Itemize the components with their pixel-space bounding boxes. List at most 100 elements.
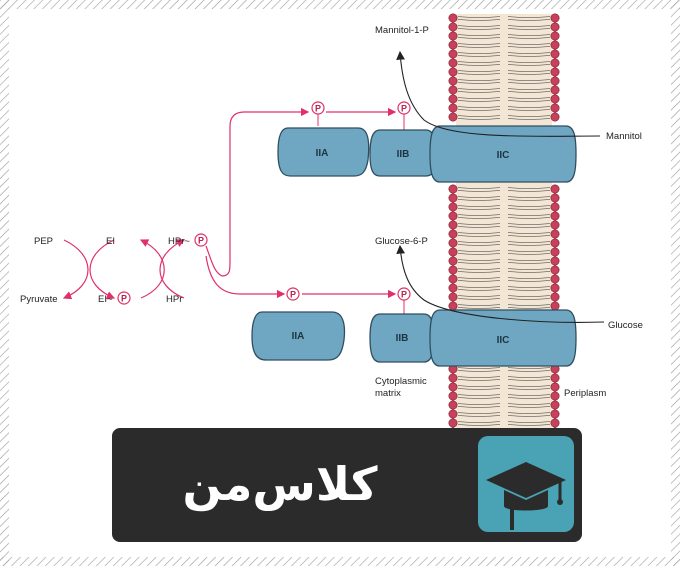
lipid-tail xyxy=(507,187,551,189)
lipid-tail xyxy=(457,379,501,381)
lipid-tail xyxy=(457,259,501,261)
lipid-head xyxy=(448,13,458,23)
lipid-head xyxy=(550,220,560,230)
cytoplasmic-label-line1: Cytoplasmic xyxy=(375,376,427,387)
lipid-head xyxy=(448,193,458,203)
lipid-tail xyxy=(457,52,501,54)
lipid-tail xyxy=(457,88,501,90)
lipid-head xyxy=(550,85,560,95)
lipid-tail xyxy=(507,412,551,414)
lipid-head xyxy=(448,40,458,50)
lipid-tail xyxy=(507,271,551,273)
lipid-tail xyxy=(507,295,551,297)
lipid-head xyxy=(448,112,458,122)
protein-iia-bottom xyxy=(251,311,346,361)
lipid-tail xyxy=(507,208,551,210)
lipid-tail xyxy=(457,115,501,117)
lipid-tail xyxy=(507,214,551,216)
ei-label: EI xyxy=(106,236,115,247)
lipid-head xyxy=(448,256,458,266)
lipid-head xyxy=(550,49,560,59)
lipid-tail xyxy=(507,55,551,57)
lipid-tail xyxy=(507,232,551,234)
lipid-tail xyxy=(507,406,551,408)
cytoplasmic-label-line2: matrix xyxy=(375,388,401,399)
lipid-tail xyxy=(457,208,501,210)
lipid-tail xyxy=(457,91,501,93)
lipid-tail xyxy=(457,34,501,36)
lipid-head xyxy=(550,418,560,428)
lipid-tail xyxy=(457,100,501,102)
lipid-head xyxy=(550,265,560,275)
phosphate-icon: P xyxy=(117,291,131,305)
lipid-tail xyxy=(457,307,501,309)
lipid-tail xyxy=(457,250,501,252)
lipid-head xyxy=(448,283,458,293)
lipid-tail xyxy=(457,244,501,246)
lipid-tail xyxy=(507,79,551,81)
protein-iic-bottom xyxy=(429,309,577,367)
phosphoryl-cycle xyxy=(62,107,397,300)
lipid-tail xyxy=(507,421,551,423)
lipid-tail xyxy=(507,370,551,372)
lipid-tail xyxy=(457,385,501,387)
lipid-head xyxy=(448,22,458,32)
lipid-head xyxy=(448,265,458,275)
lipid-head xyxy=(550,247,560,257)
lipid-head xyxy=(448,292,458,302)
svg-text:P: P xyxy=(121,294,127,304)
lipid-tail xyxy=(457,79,501,81)
lipid-tail xyxy=(457,397,501,399)
svg-text:P: P xyxy=(315,104,321,114)
lipid-tail xyxy=(507,241,551,243)
lipid-tail xyxy=(457,295,501,297)
lipid-tail xyxy=(507,97,551,99)
lipid-tail xyxy=(457,421,501,423)
svg-text:P: P xyxy=(401,290,407,300)
lipid-tail xyxy=(507,70,551,72)
lipid-tail xyxy=(507,259,551,261)
lipid-tail xyxy=(457,394,501,396)
lipid-tail xyxy=(507,304,551,306)
lipid-tail xyxy=(457,196,501,198)
lipid-head xyxy=(448,274,458,284)
protein-iic-bottom-label: IIC xyxy=(497,335,510,346)
lipid-tail xyxy=(507,394,551,396)
lipid-tail xyxy=(457,277,501,279)
lipid-tail xyxy=(457,271,501,273)
lipid-head xyxy=(550,301,560,311)
lipid-tail xyxy=(457,412,501,414)
lipid-head xyxy=(550,400,560,410)
lipid-head xyxy=(550,184,560,194)
lipid-tail xyxy=(507,25,551,27)
substrate-arrows xyxy=(396,50,605,323)
lipid-tail xyxy=(507,16,551,18)
lipid-tail xyxy=(457,199,501,201)
phosphate-groups: P P P P P P xyxy=(117,101,411,314)
lipid-tail xyxy=(507,118,551,120)
lipid-tail xyxy=(457,388,501,390)
lipid-tail xyxy=(457,406,501,408)
lipid-head xyxy=(448,85,458,95)
periplasm-label: Periplasm xyxy=(564,388,606,399)
lipid-tail xyxy=(457,25,501,27)
lipid-head xyxy=(448,418,458,428)
lipid-tail xyxy=(507,109,551,111)
lipid-tail xyxy=(507,286,551,288)
lipid-head xyxy=(448,94,458,104)
lipid-tail xyxy=(507,307,551,309)
lipid-head xyxy=(550,238,560,248)
pep-label: PEP xyxy=(34,236,53,247)
phosphate-icon: P xyxy=(194,233,208,247)
phosphate-icon: P xyxy=(397,287,411,314)
lipid-tail xyxy=(457,370,501,372)
lipid-tail xyxy=(507,280,551,282)
lipid-tail xyxy=(507,52,551,54)
lipid-head xyxy=(550,274,560,284)
lipid-tail xyxy=(507,28,551,30)
lipid-tail xyxy=(457,289,501,291)
lipid-tail xyxy=(457,403,501,405)
lipid-head xyxy=(448,373,458,383)
lipid-head xyxy=(448,391,458,401)
